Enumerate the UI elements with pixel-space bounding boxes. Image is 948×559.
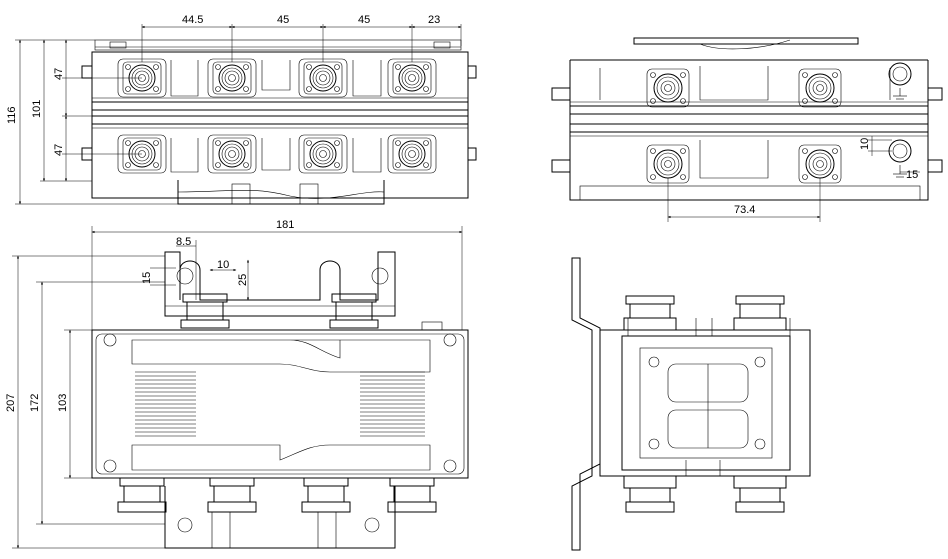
dim-side-h: 10 [859,138,871,150]
dim-front-c: 25 [237,274,249,286]
dim-top-h1: 47 [53,68,65,80]
dim-top-h2: 47 [53,144,65,156]
dim-top-a: 44.5 [182,14,203,26]
side-view [551,37,943,201]
dim-top-c: 45 [358,14,370,26]
top-view-dimensions: 44.5 45 45 23 47 47 101 116 [6,14,462,205]
front-view [91,251,469,549]
dim-front-h-total: 207 [5,394,17,412]
dim-front-d: 15 [141,272,153,284]
dim-top-h-mid: 101 [31,100,43,118]
side-view-dimensions: 73.4 10 15 [667,136,920,222]
dim-side-gap: 73.4 [734,204,755,216]
top-view [81,39,477,205]
vent-left [135,371,196,437]
dim-top-d: 23 [428,14,440,26]
dim-front-a: 8.5 [176,236,191,248]
dim-front-width: 181 [276,219,294,231]
dim-side-w: 15 [906,169,918,181]
dim-front-b: 10 [217,259,229,271]
front-view-dimensions: 181 8.5 10 25 15 207 172 103 [5,219,463,549]
end-view [571,257,811,551]
dim-top-b: 45 [277,14,289,26]
dim-top-h-total: 116 [6,106,18,124]
vent-right [360,371,425,437]
dim-front-h-body: 103 [57,394,69,412]
dim-front-h-mid: 172 [29,394,41,412]
